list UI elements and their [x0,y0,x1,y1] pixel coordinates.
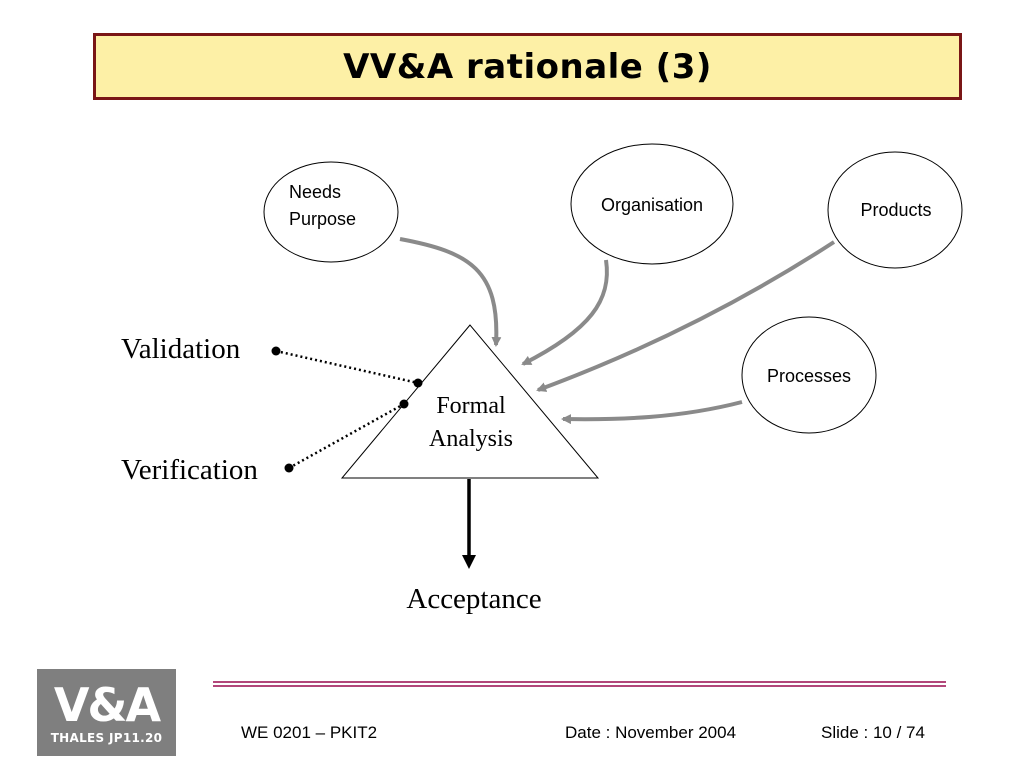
logo-subtitle: THALES JP11.20 [50,730,163,745]
purpose-label: Purpose [289,209,356,229]
arrow-organisation-to-analysis [521,259,609,366]
validation-connector [275,349,419,385]
products-label: Products [860,200,931,220]
processes-node [741,316,877,434]
needs-label: Needs [289,182,341,202]
verification-connector [288,402,405,470]
vva-logo: V&A THALES JP11.20 [37,669,176,756]
verification-dot-left [284,463,294,473]
footer-rule-top [213,681,946,683]
verification-label: Verification [121,454,258,486]
footer-rule-bottom [213,685,946,687]
analysis-label: Analysis [429,426,513,452]
validation-dot-right [413,378,423,388]
arrow-needs-to-analysis [399,237,502,347]
organisation-label: Organisation [601,195,703,215]
validation-label: Validation [121,333,241,365]
slide-title-banner: VV&A rationale (3) [93,33,962,100]
products-node [827,151,963,269]
processes-label: Processes [767,366,851,386]
acceptance-label: Acceptance [406,583,541,615]
logo-mark: V&A [53,677,161,732]
formal-label: Formal [436,393,506,419]
footer-slide-number: Slide : 10 / 74 [821,723,925,742]
needs-purpose-node [263,161,399,263]
validation-dot-left [271,346,281,356]
arrow-products-to-analysis [536,240,836,392]
footer-course: WE 0201 – PKIT2 [241,723,378,742]
organisation-node [570,143,734,265]
verification-dot-right [399,399,409,409]
arrow-processes-to-analysis [561,400,743,425]
slide-title: VV&A rationale (3) [343,46,712,87]
footer-date: Date : November 2004 [565,723,737,742]
